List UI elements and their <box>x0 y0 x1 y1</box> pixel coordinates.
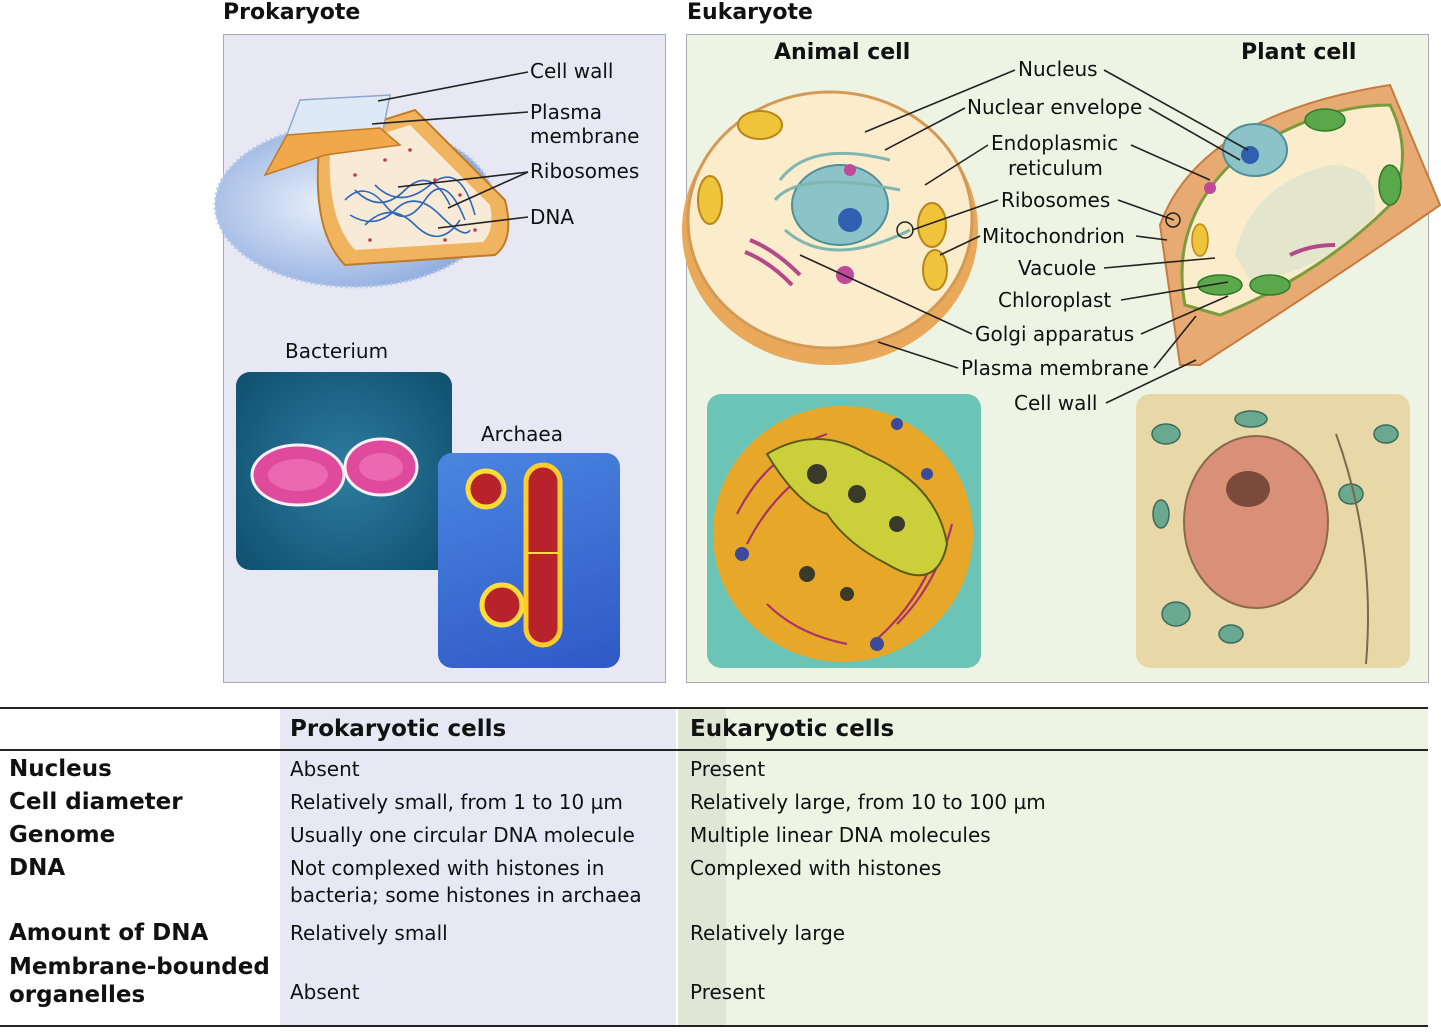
label-dna: DNA <box>530 205 575 229</box>
table-top-rule <box>0 707 1428 709</box>
cell-dna-eu: Complexed with histones <box>690 856 942 880</box>
label-ribosomes-eu: Ribosomes <box>1001 188 1111 212</box>
label-er-line2: reticulum <box>1008 156 1103 180</box>
label-nuclear-envelope: Nuclear envelope <box>967 95 1143 119</box>
label-chloroplast: Chloroplast <box>998 288 1112 312</box>
table-header-rule <box>0 749 1428 751</box>
row-header-cell-diameter: Cell diameter <box>9 789 183 815</box>
col-header-eukaryotic: Eukaryotic cells <box>690 716 895 742</box>
prokaryotic-column-bg <box>280 709 676 1025</box>
label-plasma-membrane-line1: Plasma <box>530 100 603 124</box>
col-header-prokaryotic: Prokaryotic cells <box>290 716 507 742</box>
eukaryotic-column-shade <box>678 709 726 1025</box>
label-nucleus: Nucleus <box>1018 57 1098 81</box>
row-header-amount-of-dna: Amount of DNA <box>9 920 209 946</box>
label-golgi: Golgi apparatus <box>975 322 1135 346</box>
label-bacterium: Bacterium <box>285 339 389 363</box>
prokaryote-heading: Prokaryote <box>223 0 361 25</box>
cell-amount-pro: Relatively small <box>290 921 448 945</box>
cell-diameter-eu: Relatively large, from 10 to 100 µm <box>690 790 1046 814</box>
plant-cell-heading: Plant cell <box>1241 40 1357 65</box>
cell-dna-pro-line1: Not complexed with histones in <box>290 856 605 880</box>
table-bottom-rule <box>0 1025 1428 1027</box>
cell-diameter-pro: Relatively small, from 1 to 10 µm <box>290 790 623 814</box>
row-header-dna: DNA <box>9 855 66 881</box>
row-header-membrane-bounded-line1: Membrane-bounded <box>9 954 270 980</box>
eukaryotic-column-bg <box>678 709 1428 1025</box>
cell-nucleus-pro: Absent <box>290 757 360 781</box>
cell-amount-eu: Relatively large <box>690 921 846 945</box>
animal-cell-micrograph <box>707 394 981 668</box>
label-archaea: Archaea <box>481 422 563 446</box>
animal-cell-heading: Animal cell <box>774 40 911 65</box>
bacterium-micrograph <box>236 372 452 570</box>
cell-genome-pro: Usually one circular DNA molecule <box>290 823 635 847</box>
label-mitochondrion: Mitochondrion <box>982 224 1125 248</box>
label-er-line1: Endoplasmic <box>991 131 1119 155</box>
cell-organelles-pro: Absent <box>290 980 360 1004</box>
label-vacuole: Vacuole <box>1018 256 1097 280</box>
cell-genome-eu: Multiple linear DNA molecules <box>690 823 991 847</box>
label-cell-wall: Cell wall <box>530 59 614 83</box>
label-cell-wall-eu: Cell wall <box>1014 391 1098 415</box>
cell-dna-pro-line2: bacteria; some histones in archaea <box>290 883 642 907</box>
cell-organelles-eu: Present <box>690 980 766 1004</box>
animal-cell-illustration <box>682 90 978 365</box>
plant-cell-micrograph <box>1136 394 1410 668</box>
label-plasma-membrane-eu: Plasma membrane <box>961 356 1149 380</box>
archaea-micrograph <box>438 453 620 668</box>
row-header-nucleus: Nucleus <box>9 756 112 782</box>
eukaryote-heading: Eukaryote <box>687 0 813 25</box>
row-header-membrane-bounded-line2: organelles <box>9 982 146 1008</box>
row-header-genome: Genome <box>9 822 116 848</box>
label-plasma-membrane-line2: membrane <box>530 124 640 148</box>
prokaryote-cell-illustration <box>213 94 510 289</box>
label-ribosomes: Ribosomes <box>530 159 640 183</box>
cell-nucleus-eu: Present <box>690 757 766 781</box>
